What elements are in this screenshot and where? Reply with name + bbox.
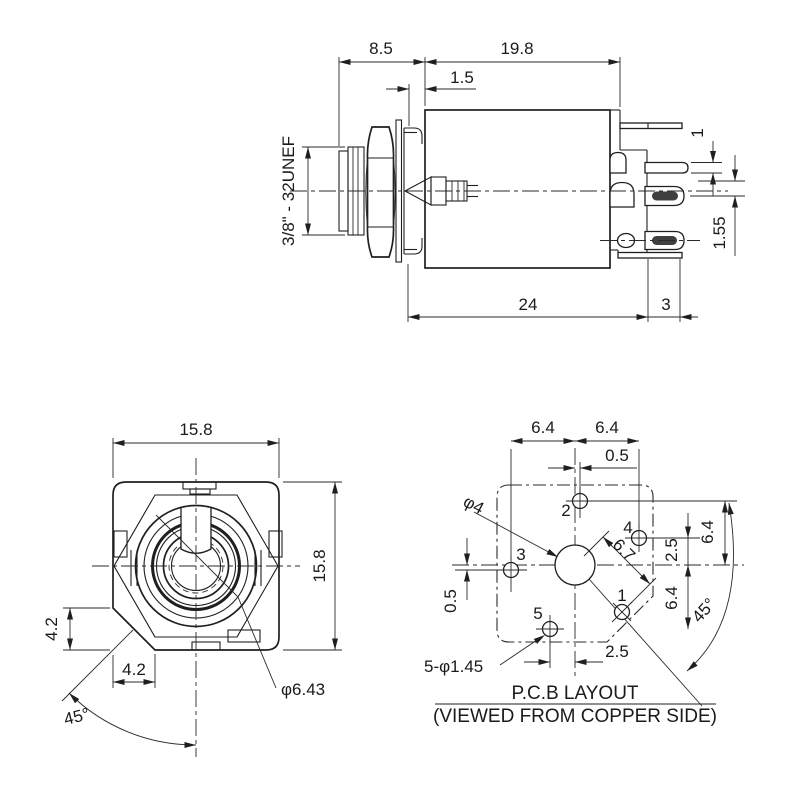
pin-label-1: 1 [617, 586, 626, 605]
side-view: 8.5 19.8 1.5 3/8" - 32UNEF 1 [279, 39, 745, 322]
bore-leader: φ6.43 [155, 514, 325, 699]
dim-1-55: 1.55 [710, 216, 729, 249]
dim-1-5: 1.5 [450, 68, 474, 87]
dim-24: 24 [519, 295, 538, 314]
pin-label-2: 2 [561, 501, 570, 520]
dim-offset-top: 0.5 [605, 446, 629, 465]
dim-offset-left: 0.5 [441, 589, 460, 613]
pin2-lump [609, 151, 627, 174]
pin-label-3: 3 [516, 545, 525, 564]
dim-angle: 45° [62, 704, 92, 729]
diagonal-45 [588, 578, 703, 707]
pin-bottom-strip [617, 251, 683, 259]
front-dimensions: 15.8 15.8 4.2 4.2 [42, 420, 342, 748]
pcb-caption: P.C.B LAYOUT (VIEWED FROM COPPER SIDE) [433, 683, 717, 727]
caption-line1: P.C.B LAYOUT [511, 683, 638, 704]
dim-25-bottom: 2.5 [605, 642, 629, 661]
dim-64-right-inner: 6.4 [662, 586, 681, 610]
dim-8-5: 8.5 [369, 39, 393, 58]
dim-center-hole: φ4 [460, 492, 487, 518]
dim-angle-pcb: 45° [688, 594, 719, 626]
dim-19-8: 19.8 [500, 39, 533, 58]
dim-chamfer-h: 4.2 [122, 660, 146, 679]
hole-ticks [497, 487, 655, 643]
solder-pins [609, 122, 689, 259]
dim-3: 3 [661, 295, 670, 314]
thread-spec: 3/8" - 32UNEF [279, 136, 298, 246]
dim-25-right: 2.5 [662, 538, 681, 562]
dim-holes: 5-φ1.45 [424, 657, 483, 676]
housing-tabs [113, 481, 283, 651]
side-dimensions: 8.5 19.8 1.5 3/8" - 32UNEF 1 [279, 39, 745, 322]
pin-top [619, 122, 683, 130]
dim-width: 15.8 [179, 420, 212, 439]
pin3-bulge [609, 181, 635, 208]
jack-body [424, 109, 648, 269]
hex-nut [365, 126, 396, 258]
caption-line2: (VIEWED FROM COPPER SIDE) [433, 706, 717, 727]
pcb-outline [496, 484, 654, 643]
pin-mid-upper [644, 161, 689, 174]
front-view: φ6.43 15.8 15.8 4.2 [42, 420, 342, 757]
dim-height: 15.8 [310, 549, 329, 582]
dim-pitch-right: 6.4 [595, 418, 619, 437]
dim-64-right-outer: 6.4 [698, 520, 717, 544]
pin-label-5: 5 [533, 604, 542, 623]
dim-bore: φ6.43 [281, 680, 325, 699]
pcb-view: 2 3 4 5 1 6.4 6.4 0.5 φ4 [424, 418, 744, 727]
dim-chamfer-v: 4.2 [42, 617, 61, 641]
housing-outline [112, 481, 280, 651]
pin-label-4: 4 [623, 518, 632, 537]
dim-pin-1: 1 [688, 128, 707, 137]
dim-pitch-left: 6.4 [531, 418, 555, 437]
